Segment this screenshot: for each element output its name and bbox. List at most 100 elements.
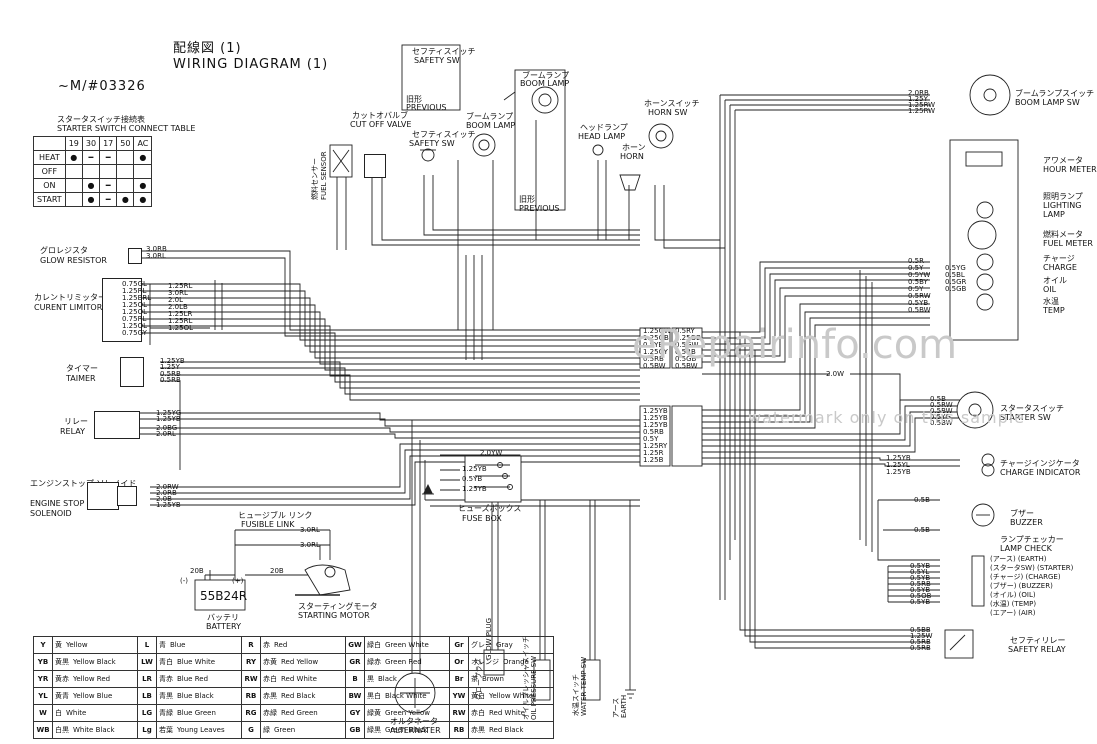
legend-jp: 黄赤 [55,675,69,683]
wire-code: 0.5RB [910,580,931,588]
current-limitor-symbol [102,278,142,342]
wire-code: 0.5Y [908,264,924,272]
wire-code: 1.25RW [908,107,936,115]
table-col-header: 17 [99,136,118,151]
glow-resistor-label-jp: グロレジスタ [40,246,88,255]
glow-wires [140,250,640,337]
wire-code: 1.25OL [168,324,193,332]
timer-label-jp: タイマー [66,364,98,373]
wire-code: 0.5BW [930,407,953,415]
wire-code: 2.0B [156,495,172,503]
legend-en: Green Yellow [385,709,430,717]
legend-en: Red [274,641,288,649]
legend-en: Blue Green [177,709,216,717]
legend-en: Blue White [177,658,216,666]
horn-label-en: HORN [620,152,644,161]
wire-code: 2.0RB [156,489,177,497]
wire-code: 3.0RL [146,252,166,260]
table-col-header: AC [133,136,153,151]
wire-code: 1.25W [910,632,933,640]
legend-code: GY [345,704,365,722]
boom-lamp-prev-label-jp: ブームランプ [522,71,570,80]
fuel-sensor-label-jp: 燃料センサー [311,158,319,200]
glow-resistor-label-en: GLOW RESISTOR [40,256,107,265]
legend-code: RB [449,721,469,739]
charge-indicator-label-jp: チャージインジケータ [1000,459,1080,468]
legend-en: Red Green [281,709,318,717]
starter-sw-label-jp: スタータスイッチ [1000,404,1064,413]
wire-code: 2.0LB [168,303,188,311]
wire-code: 0.5BW [930,419,953,427]
legend-en: Gray [496,641,513,649]
wire-code: 0.5RB [160,376,181,384]
relay-symbol [94,411,140,439]
timer-wires [160,361,640,470]
head-lamp-label-jp: ヘッドランプ [580,123,628,132]
boom-lamp-label-en: BOOM LAMP [466,121,516,130]
table-col-header: 19 [64,136,83,151]
legend-jp: 赤白 [263,675,277,683]
legend-en: Red Black [281,692,316,700]
fuel-meter-label-jp: 燃料メータ [1043,230,1083,239]
table-corner [33,136,66,151]
wire-code: 0.5OB [910,592,932,600]
safety-sw-label-en: SAFETY SW [409,139,455,148]
wire-code: 1.25YB [462,485,487,493]
table-col-header: 30 [81,136,101,151]
wire-code: 1.25YG [156,409,182,417]
wire-code: 1.25OL [122,322,147,330]
wire-code: 1.25BRL [122,294,152,302]
head-lamp-label-en: HEAD LAMP [578,132,626,141]
lamp-check-item: (アース) (EARTH) [990,555,1047,563]
oil-label-en: OIL [1043,285,1057,294]
battery-wire-code: 20B [190,567,204,575]
solenoid-connector [117,486,137,506]
wire-code: 1.25R [643,449,664,457]
legend-code: R [241,636,261,654]
wire-code: 0.5RB [160,370,181,378]
lighting-lamp-label-en2: LAMP [1043,210,1065,219]
legend-code: Lg [137,721,157,739]
power-wires [194,529,351,611]
wire-code: 0.5GB [945,285,967,293]
table-row-label: START [33,192,66,207]
charge-label-jp: チャージ [1043,254,1075,263]
legend-code: B [345,670,365,688]
legend-en: Green White [385,641,429,649]
legend-jp: 青緑 [159,709,173,717]
wire-code: 0.5YG [930,413,951,421]
legend-code: LB [137,687,157,705]
wire-code: 2.0L [168,296,184,304]
fuse-box-label-jp: ヒューズボックス [458,504,522,513]
legend-code: Gr [449,636,469,654]
legend-en: White [66,709,87,717]
wire-code: 1.25YB [643,414,668,422]
wire-code: 0.5RB [643,428,664,436]
battery-label-en: BATTERY [206,622,241,631]
table-col-header: 50 [116,136,135,151]
legend-jp: 青黒 [159,692,173,700]
legend-code: GW [345,636,365,654]
legend-jp: オレンジ [471,658,499,666]
legend-code: LR [137,670,157,688]
current-limitor-label-jp: カレントリミッター [34,293,106,302]
wire-code: 1.25YB [643,421,668,429]
boom-lamp-label-jp: ブームランプ [466,112,514,121]
legend-en: Brown [482,675,504,683]
hour-meter-label-en: HOUR METER [1043,165,1097,174]
safety-sw-prev-label-jp: セフティスイッチ [412,47,476,56]
legend-en: Yellow Red [73,675,111,683]
legend-jp: 赤緑 [263,709,277,717]
right-bundle-wires [702,94,960,649]
